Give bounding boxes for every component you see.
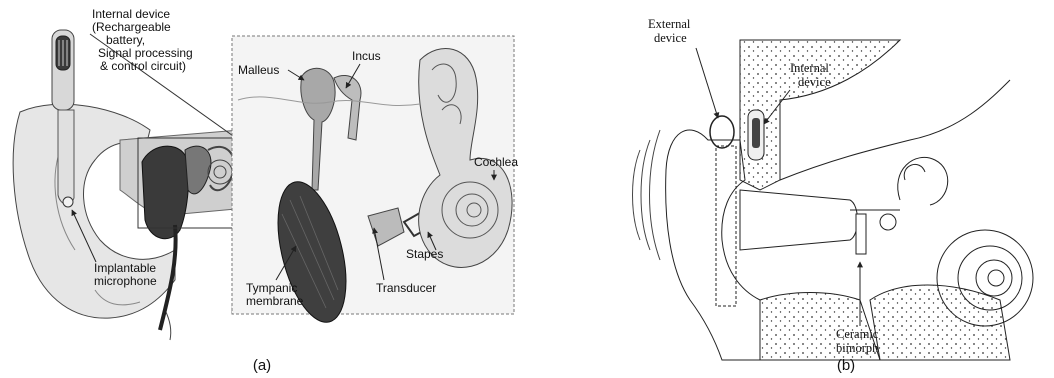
internal-device-label-line-1: Internal device xyxy=(92,7,170,21)
stapes-label: Stapes xyxy=(406,247,443,261)
external-device-label-line-2: device xyxy=(654,31,687,45)
implantable-microphone-label-line-2: microphone xyxy=(94,274,157,288)
internal-device-label-a: Internal device (Rechargeable battery, S… xyxy=(92,7,193,73)
internal-device-label-b-line-2: device xyxy=(798,75,831,89)
malleus-label: Malleus xyxy=(238,63,279,77)
incus-label: Incus xyxy=(352,49,381,63)
internal-device-label-line-3: battery, xyxy=(106,33,145,47)
internal-device-label-b-line-1: Internal xyxy=(790,61,829,75)
transducer-label: Transducer xyxy=(376,281,436,295)
caption-a: (a) xyxy=(253,357,271,374)
panel-b: External device Internal device Ceramic … xyxy=(633,17,1034,374)
internal-device-label-line-4: Signal processing xyxy=(98,46,193,60)
ceramic-bimorph-label-line-1: Ceramic xyxy=(836,327,879,341)
panel-a: Internal device (Rechargeable battery, S… xyxy=(13,7,518,374)
internal-device-b xyxy=(748,110,764,160)
internal-device-label-line-5: & control circuit) xyxy=(100,59,186,73)
tympanic-membrane-label-line-1: Tympanic xyxy=(246,281,297,295)
tympanic-membrane-label-line-2: membrane xyxy=(246,294,304,308)
implantable-microphone-label-line-1: Implantable xyxy=(94,261,156,275)
external-device-label-line-1: External xyxy=(648,17,691,31)
ear-canal-b xyxy=(740,190,858,250)
caption-b: (b) xyxy=(837,357,855,374)
sound-waves xyxy=(633,130,661,260)
internal-device-label-line-2: (Rechargeable xyxy=(92,20,171,34)
cochlea-label: Cochlea xyxy=(474,155,518,169)
ceramic-bimorph-label-line-2: bimorph xyxy=(836,341,879,355)
